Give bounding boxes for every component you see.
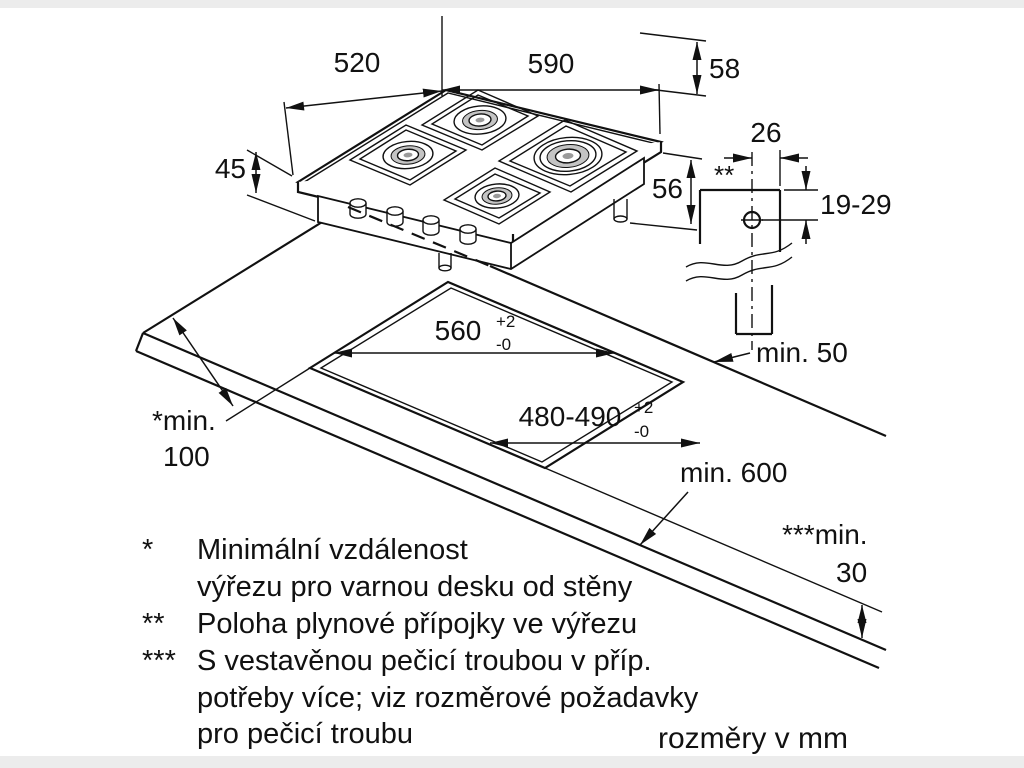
top-letterbox	[0, 0, 1024, 8]
label-560: 560	[435, 315, 482, 346]
note1-line1: Minimální vzdálenost	[197, 534, 468, 566]
pan-support-right	[497, 119, 639, 193]
note3-line3: pro pečicí troubu	[197, 718, 413, 750]
worktop-rear-wall-edge-hidden	[347, 205, 491, 268]
gas-connection-detail	[685, 152, 793, 350]
cutout-outline-inner	[319, 287, 674, 463]
note3-line1: S vestavěnou pečicí troubou v příp.	[197, 645, 652, 677]
pan-support-left	[348, 124, 468, 186]
bottom-letterbox	[0, 756, 1024, 768]
label-gas-marker: **	[714, 160, 734, 190]
note2-marker: **	[142, 608, 165, 640]
control-knob	[386, 206, 404, 227]
dim-line-min-100	[172, 317, 234, 407]
label-min-600: min. 600	[680, 457, 787, 488]
label-480-tol-minus: -0	[634, 422, 649, 441]
label-19-29: 19-29	[820, 189, 892, 220]
label-560-tol-minus: -0	[496, 335, 511, 354]
burner-wok	[533, 136, 603, 176]
label-560-tol-plus: +2	[496, 312, 515, 331]
worktop-left-side-edge	[142, 205, 349, 334]
hob-foot-middle	[438, 253, 452, 272]
control-knob	[422, 215, 440, 236]
label-56: 56	[652, 173, 683, 204]
worktop	[134, 205, 887, 670]
note1-marker: *	[142, 534, 153, 566]
label-480-490: 480-490	[519, 401, 622, 432]
cutout-outline-outer	[307, 280, 686, 470]
dimension-lines	[172, 16, 867, 638]
worktop-front-edge-top	[142, 331, 887, 652]
pan-supports	[348, 89, 639, 225]
note2-text: Poloha plynové přípojky ve výřezu	[197, 608, 637, 640]
break-line-2	[685, 256, 793, 282]
label-480-tol-plus: +2	[634, 398, 653, 417]
label-590: 590	[528, 48, 575, 79]
control-knobs	[349, 198, 477, 245]
label-520: 520	[334, 47, 381, 78]
pan-support-rear	[420, 89, 540, 151]
pan-support-front	[442, 167, 552, 225]
gas-hob	[295, 88, 664, 272]
note3-marker: ***	[142, 645, 176, 677]
burner-rear	[453, 105, 507, 135]
units-note: rozměry v mm	[658, 722, 848, 755]
leader-min-50	[713, 352, 751, 363]
label-58: 58	[709, 53, 740, 84]
label-26: 26	[750, 117, 781, 148]
dim-line-520	[285, 88, 443, 111]
label-min-30-prefix: ***min.	[782, 519, 868, 550]
dimension-labels: 520 590 58 45 56 ** 26 19-29 560 +2 -0 4…	[152, 47, 892, 588]
label-min-50: min. 50	[756, 337, 848, 368]
label-min-100-value: 100	[163, 441, 210, 472]
label-min-100-prefix: *min.	[152, 405, 216, 436]
leader-min-600	[639, 491, 689, 546]
hob-foot-right	[613, 199, 628, 223]
worktop-rear-wall-edge	[489, 264, 887, 438]
cutout-side-extension-line	[225, 367, 311, 422]
burner-left	[382, 140, 434, 170]
burner-front	[474, 183, 520, 209]
note1-line2: výřezu pro varnou desku od stěny	[197, 571, 633, 603]
break-line-1	[685, 242, 793, 268]
note3-line2: potřeby více; viz rozměrové požadavky	[197, 682, 699, 714]
control-knob	[459, 224, 477, 245]
worktop-front-edge-bottom	[135, 349, 880, 670]
label-45: 45	[215, 153, 246, 184]
legend-notes: * Minimální vzdálenost výřezu pro varnou…	[142, 534, 848, 755]
cutout-front-extension-line	[544, 467, 883, 613]
label-min-30-value: 30	[836, 557, 867, 588]
worktop-front-corner	[134, 332, 145, 352]
